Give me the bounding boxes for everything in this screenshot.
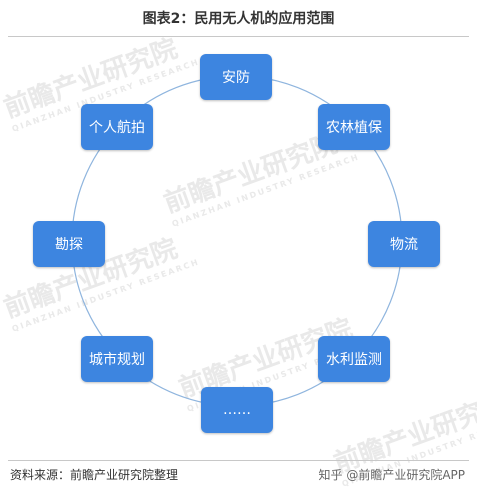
page-title: 图表2：民用无人机的应用范围 bbox=[142, 11, 335, 27]
node-more[interactable]: …… bbox=[201, 387, 273, 433]
node-water-monitoring[interactable]: 水利监测 bbox=[318, 336, 390, 382]
node-exploration[interactable]: 勘探 bbox=[33, 221, 105, 267]
title-divider bbox=[8, 36, 469, 37]
source-note: 资料来源：前瞻产业研究院整理 bbox=[10, 468, 179, 482]
node-personal-aerial-photography[interactable]: 个人航拍 bbox=[81, 104, 153, 150]
footer-divider bbox=[8, 460, 469, 461]
node-urban-planning[interactable]: 城市规划 bbox=[81, 336, 153, 382]
node-logistics[interactable]: 物流 bbox=[368, 221, 440, 267]
node-security[interactable]: 安防 bbox=[200, 54, 272, 100]
credit-watermark: 知乎 @前瞻产业研究院APP bbox=[318, 468, 466, 482]
node-agriculture-forestry-protection[interactable]: 农林植保 bbox=[318, 104, 390, 150]
